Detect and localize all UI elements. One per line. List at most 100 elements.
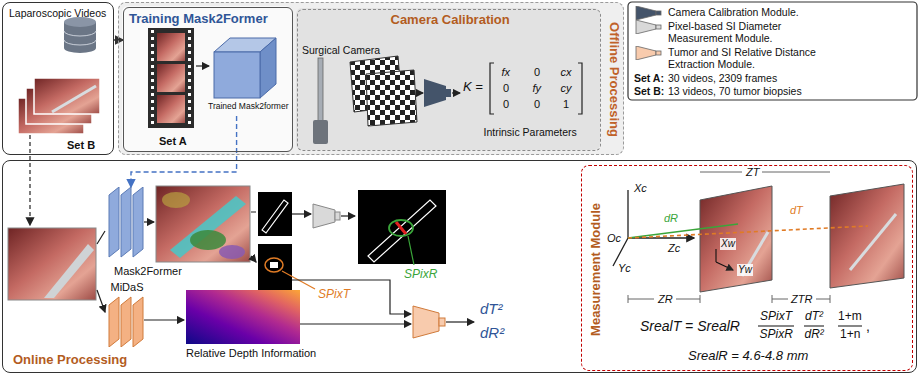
tumor-mask [270, 262, 278, 268]
panel-title: Measurement Module [588, 203, 603, 336]
legend-swatch [636, 46, 656, 60]
surgical-camera [313, 120, 328, 144]
film-strip [157, 33, 185, 61]
image-plane [700, 184, 904, 292]
online-panel: Online Processing Mask2FormerMiDaS Measure… [2, 160, 917, 373]
model-cube: Trained Mask2former [202, 30, 293, 116]
video-frames [52, 86, 96, 112]
dataset-name: Set A [159, 135, 187, 148]
diameter-module-icon [313, 204, 335, 228]
world-axes [716, 249, 733, 270]
legend-text: Camera Calibration Module. [668, 6, 843, 18]
matrix-cell: 0 [503, 98, 509, 111]
dataset-note: 13 videos, 70 tumor biopsies [668, 85, 802, 97]
legend-swatch [656, 25, 661, 29]
legend-swatch [656, 51, 661, 55]
flow-arrow [452, 92, 460, 93]
surgical-camera [318, 58, 323, 122]
legend-entry: Pixel-based SI Diameter Measurement Modu… [634, 20, 914, 46]
flow-arrow [446, 321, 474, 322]
distance-module-icon [413, 306, 439, 338]
legend-swatch [634, 6, 664, 20]
formula-term: SrealT = SrealR [640, 318, 740, 334]
formula-term: 1+m [838, 310, 862, 324]
instrument-mask [262, 200, 288, 233]
flow-arrow [341, 215, 355, 216]
flow-arrow [292, 280, 411, 314]
depth-map [186, 290, 300, 344]
device-name: Surgical Camera [302, 44, 380, 56]
distance-module-icon [413, 306, 445, 338]
model-name: Trained Mask2former [208, 102, 288, 112]
measure-label: SPixT [318, 288, 350, 302]
legend-entry: Tumor and SI Relative Distance Extractio… [634, 46, 914, 72]
dimension-line [628, 172, 830, 303]
diameter-module-icon [313, 204, 340, 228]
cube-face [214, 52, 260, 98]
network-layer [109, 187, 119, 257]
flow-arrow [292, 213, 311, 214]
calibration-module-icon [424, 79, 446, 107]
video-frames [18, 78, 100, 134]
matrix-cell: 1 [563, 98, 569, 111]
diameter-result [368, 200, 436, 262]
output-label: dT² [480, 300, 503, 317]
distance-line [628, 224, 738, 238]
stage-title: Online Processing [13, 353, 127, 368]
calibration-panel: Camera CalibrationSurgical CameraIntrins… [297, 9, 601, 151]
flow-arrow [144, 221, 154, 222]
flow-arrow [97, 231, 105, 312]
panel-fill [2, 2, 114, 155]
video-source-box: Laparoscopic VideosSet B [2, 2, 114, 155]
fraction-bar [758, 325, 862, 326]
legend-box [628, 2, 917, 100]
database-icon [64, 31, 96, 45]
camera-axes [613, 190, 694, 266]
axis-label: Yc [618, 262, 631, 275]
diameter-result [358, 190, 446, 264]
panel-fill [118, 2, 624, 155]
segmented-frame [162, 192, 190, 208]
input-frame [8, 228, 96, 300]
offline-panel: Offline ProcessingTraining Mask2FormerSe… [118, 2, 624, 155]
axis-label: Zc [668, 242, 680, 255]
distance-module-icon [439, 318, 445, 326]
panel-fill [296, 8, 600, 150]
legend-swatch [634, 46, 664, 60]
legend-swatch [656, 11, 661, 15]
checkerboard [366, 70, 417, 126]
formula-term: SPixR [760, 328, 793, 342]
matrix-cell: fx [502, 66, 511, 79]
distance-line [628, 226, 868, 238]
distance-label: ZTR [791, 293, 812, 306]
image-plane [830, 184, 904, 288]
matrix-bracket [490, 63, 582, 114]
instrument-mask [258, 192, 292, 236]
network-block: MiDaS [105, 279, 169, 347]
flow-arrow [196, 65, 209, 66]
segmented-frame [156, 186, 250, 262]
video-frames [34, 78, 100, 114]
formula-term: SrealR = 4.6-4.8 mm [688, 349, 808, 364]
tumor-mask [258, 244, 292, 290]
matrix-cell: fy [533, 82, 542, 95]
film-strip [157, 64, 185, 92]
flow-arrow [251, 212, 256, 262]
axis-label: Yw [737, 264, 753, 276]
distance-label: ZR [658, 293, 673, 306]
diameter-result [389, 220, 413, 236]
segmented-frame [156, 186, 250, 262]
model-name: Mask2Former [114, 265, 182, 278]
panel-fill [2, 160, 917, 373]
legend-text: Pixel-based SI Diameter Measurement Modu… [668, 20, 843, 44]
legend-swatch [636, 6, 656, 20]
cube-face [260, 38, 276, 98]
flow-arrow [418, 92, 423, 93]
matrix-symbol: K = [463, 80, 483, 95]
segmented-frame [190, 230, 226, 250]
film-strip [151, 30, 154, 126]
formula-term: 1+n [840, 328, 860, 342]
matrix-cell: 0 [503, 82, 509, 95]
